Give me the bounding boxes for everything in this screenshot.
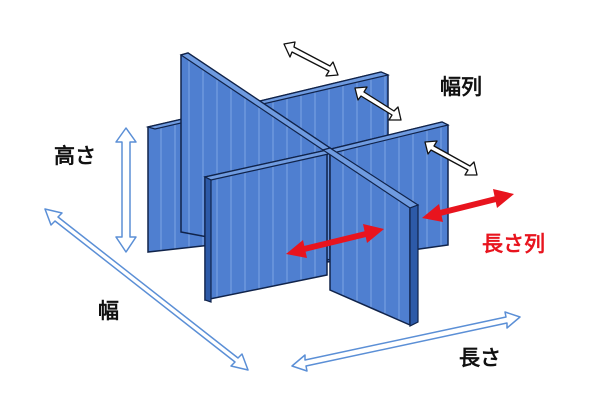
length-row-arrows — [286, 189, 514, 258]
front-left-panel — [203, 149, 335, 303]
length-arrow — [291, 311, 521, 372]
width-label: 幅 — [98, 299, 119, 323]
width-row-label: 幅列 — [440, 75, 482, 99]
width-arrow — [44, 208, 249, 371]
width-row-arrows — [283, 41, 478, 176]
length-row-label: 長さ列 — [482, 232, 545, 256]
height-label: 高さ — [54, 144, 96, 168]
length-label: 長さ — [459, 346, 501, 370]
height-arrow — [115, 127, 137, 253]
